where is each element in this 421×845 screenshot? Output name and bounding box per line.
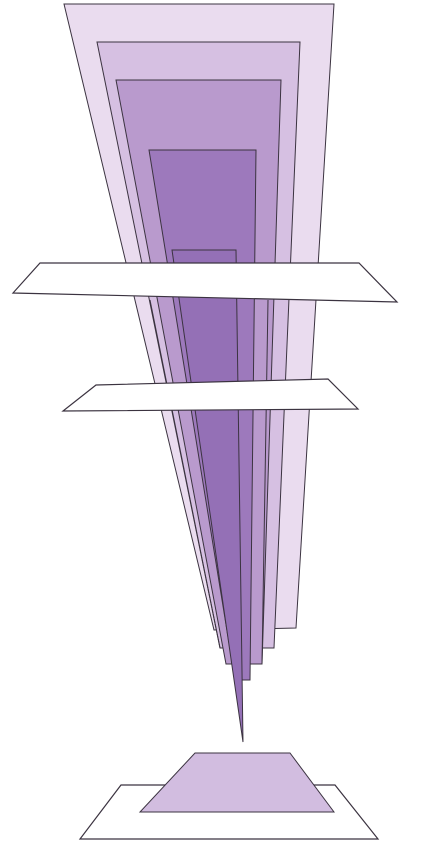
lower-slice-plane: [63, 379, 358, 411]
upper-slice-plane: [13, 263, 397, 302]
base-filled-trapezoid: [140, 753, 334, 812]
